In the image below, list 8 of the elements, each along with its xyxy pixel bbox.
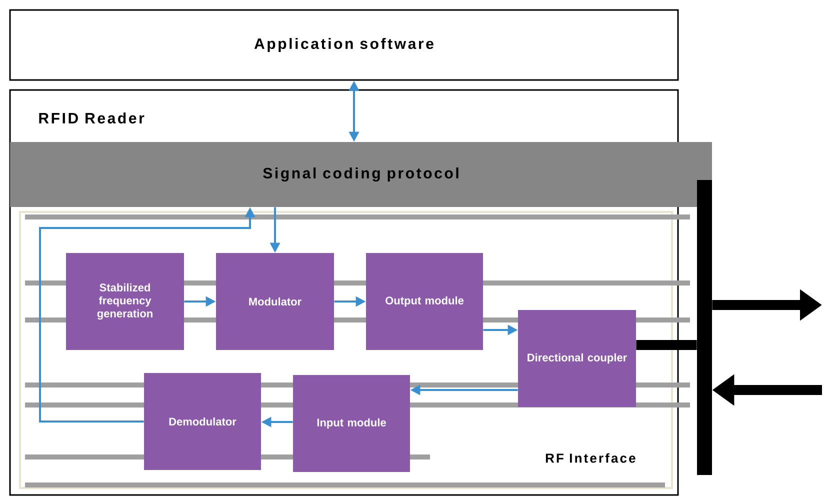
antenna-bar: [697, 180, 712, 475]
process-box: Input module: [293, 375, 410, 472]
process-box: Modulator: [216, 253, 334, 350]
process-box: Directional coupler: [518, 310, 636, 407]
process-box: Output module: [366, 253, 483, 350]
process-box: Stabilized frequency generation: [66, 253, 184, 350]
software-box: Application software: [9, 9, 679, 81]
process-box: Demodulator: [144, 373, 261, 470]
